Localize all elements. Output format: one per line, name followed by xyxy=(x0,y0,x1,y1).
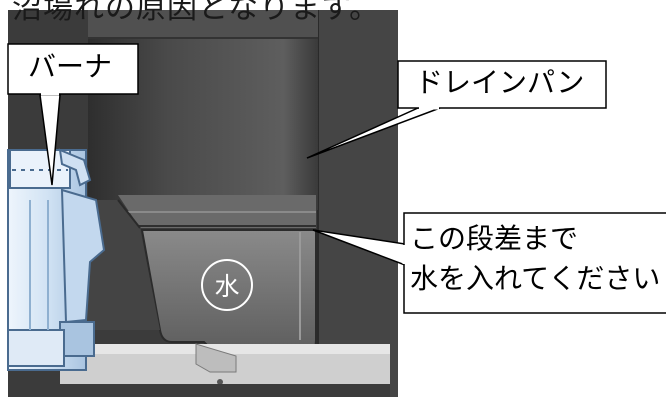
burner-callout-box xyxy=(7,43,139,95)
housing-right-wall xyxy=(318,10,398,397)
tank-rim xyxy=(88,10,318,38)
water-marker-label: 水 xyxy=(214,272,240,301)
drain-pan-callout-label: ドレインパン xyxy=(415,66,585,99)
burner-callout-label: バーナ xyxy=(28,50,113,83)
step-note-line1: この段差まで xyxy=(410,222,579,255)
drain-pan-callout-box xyxy=(397,60,607,109)
step-note-line2: 水を入れてください xyxy=(410,262,661,295)
upper-tank xyxy=(88,10,318,210)
step-note-callout-box xyxy=(403,212,666,314)
water-marker-circle xyxy=(201,259,253,311)
burner-assembly xyxy=(7,148,106,371)
top-caption: 沼場れの原因となります。 xyxy=(12,0,381,26)
